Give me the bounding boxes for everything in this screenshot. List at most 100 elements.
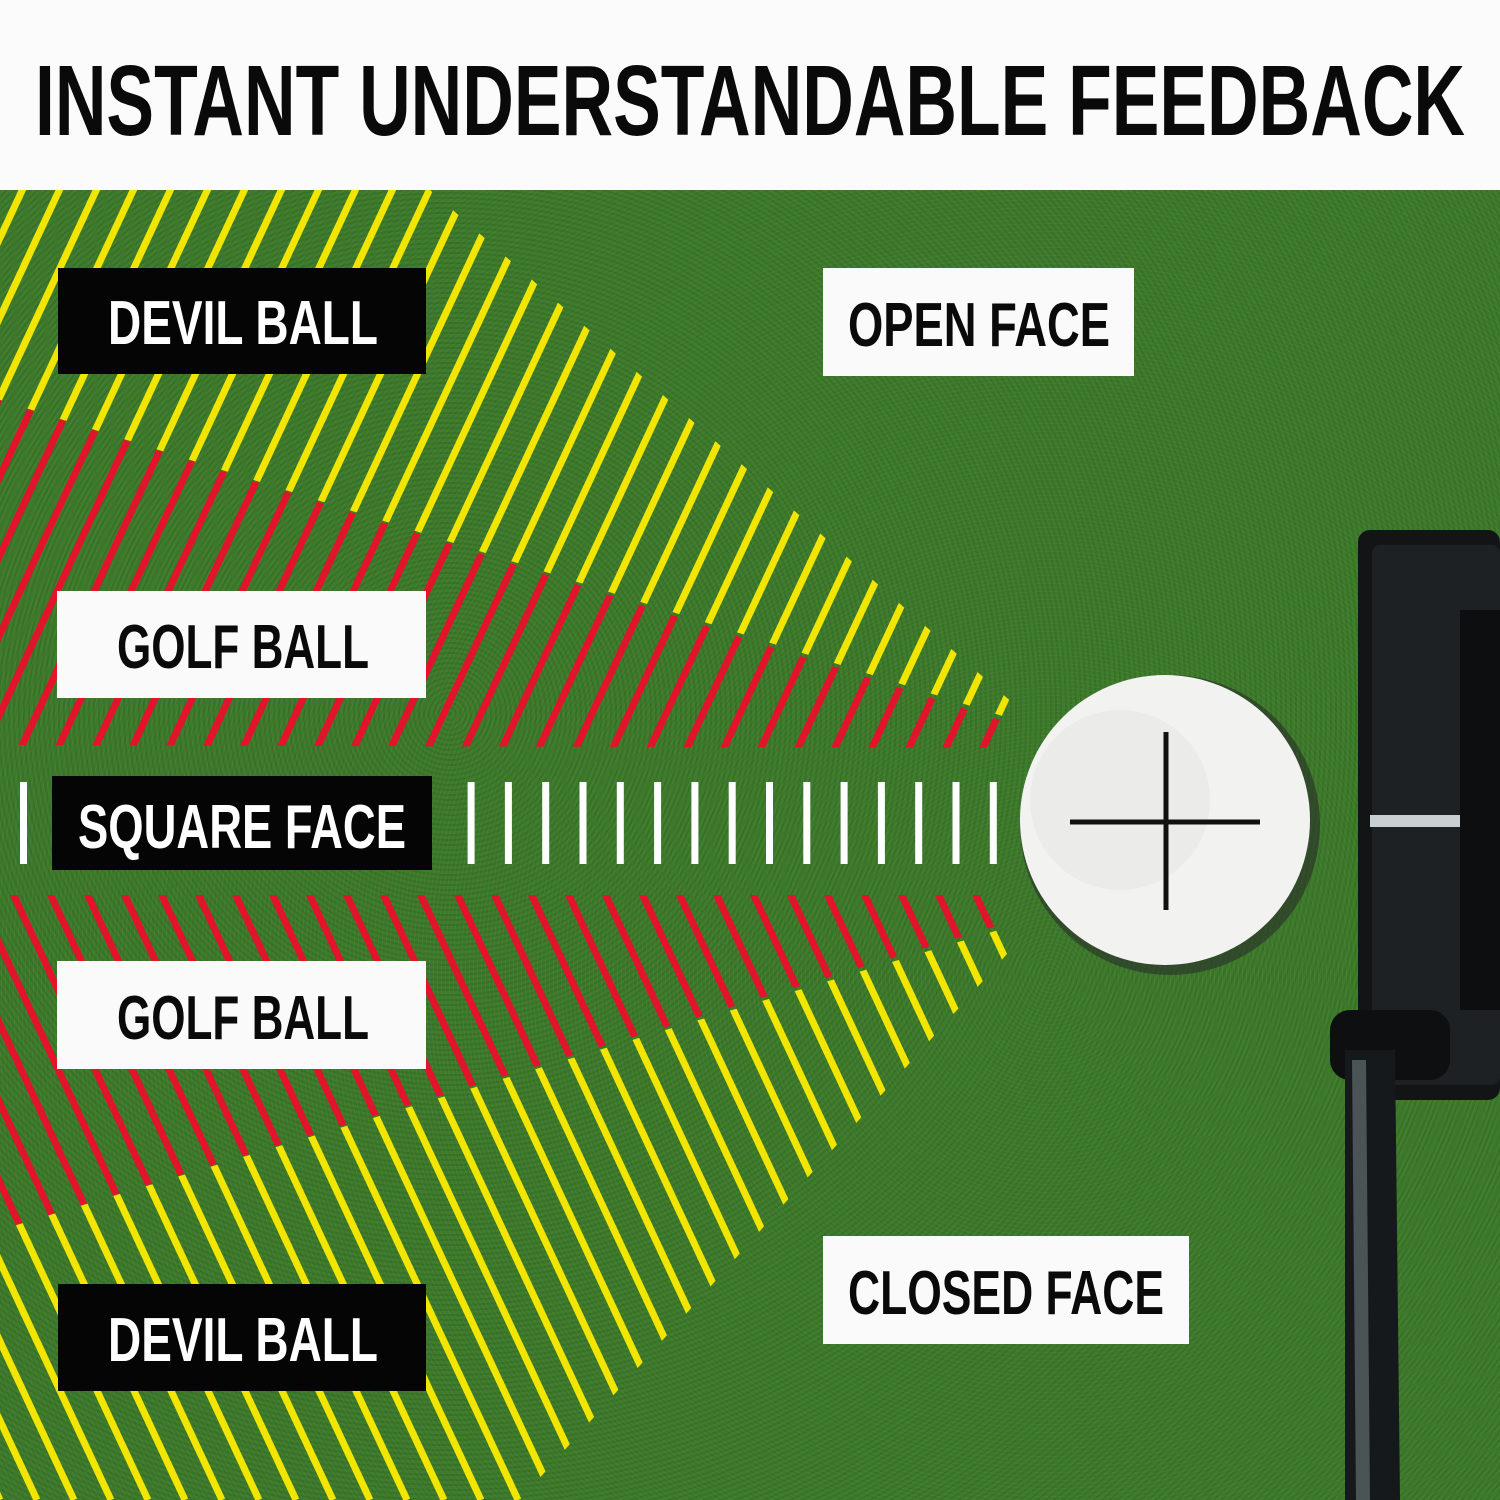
stripe (0, 190, 263, 720)
stripe (0, 895, 670, 1230)
stripe (0, 925, 707, 1500)
label-devil-ball-bottom: DEVIL BALL (58, 1284, 426, 1391)
stripe (0, 400, 337, 748)
stripe (0, 400, 263, 748)
stripe (0, 925, 448, 1500)
stripe (221, 400, 929, 748)
square-tick (691, 782, 699, 864)
stripe (221, 190, 929, 720)
stripe (0, 400, 115, 748)
svg-text:DEVIL BALL: DEVIL BALL (108, 1306, 378, 1375)
stripe (0, 190, 670, 720)
svg-text:OPEN FACE: OPEN FACE (848, 291, 1110, 360)
square-tick (654, 782, 662, 864)
stripe (0, 925, 189, 1500)
devil-ball (1020, 675, 1320, 975)
stripe (0, 190, 152, 720)
stripe (0, 895, 633, 1230)
square-tick (616, 782, 624, 864)
stripe (0, 895, 263, 1230)
square-tick (728, 782, 736, 864)
stripe (0, 925, 300, 1500)
stripe (184, 400, 892, 748)
square-tick (989, 782, 997, 864)
label-closed-face: CLOSED FACE (823, 1236, 1189, 1344)
square-tick (504, 782, 512, 864)
square-tick (20, 782, 27, 864)
stripe (221, 925, 929, 1500)
stripe (184, 925, 892, 1500)
stripe (0, 400, 78, 748)
svg-text:CLOSED FACE: CLOSED FACE (848, 1259, 1164, 1328)
white-ticks-center (20, 782, 997, 864)
stripe (0, 400, 485, 748)
stripe (0, 895, 374, 1230)
stripe (0, 190, 337, 720)
square-tick (579, 782, 587, 864)
stripe (0, 895, 485, 1230)
stripe (0, 400, 670, 748)
label-square-face: SQUARE FACE (52, 776, 432, 870)
stripe (0, 895, 337, 1230)
stripe (0, 925, 226, 1500)
square-tick (766, 782, 773, 864)
stripe (0, 925, 596, 1500)
stripe (0, 925, 152, 1500)
stripe (0, 925, 374, 1500)
svg-text:GOLF BALL: GOLF BALL (117, 984, 369, 1053)
stripe (184, 895, 892, 1230)
stripe (0, 895, 596, 1230)
stripe (0, 925, 522, 1500)
stripe (0, 190, 189, 720)
stripe (0, 925, 559, 1500)
stripe (0, 925, 337, 1500)
putter-head (1330, 530, 1500, 1500)
label-open-face: OPEN FACE (823, 268, 1134, 376)
stripe (0, 190, 559, 720)
square-tick (840, 782, 848, 864)
label-golf-ball-top: GOLF BALL (57, 591, 426, 698)
stripe (0, 925, 115, 1500)
stripe (147, 925, 855, 1500)
stripe (0, 190, 596, 720)
header-banner: INSTANT UNDERSTANDABLE FEEDBACK (0, 0, 1500, 190)
stripe (184, 190, 892, 720)
stripe (0, 895, 411, 1230)
stripe (0, 895, 152, 1230)
stripe (0, 925, 411, 1500)
svg-text:SQUARE FACE: SQUARE FACE (78, 793, 406, 862)
stripe (0, 190, 448, 720)
label-devil-ball-top: DEVIL BALL (58, 268, 426, 374)
square-tick (542, 782, 550, 864)
stripe (0, 400, 152, 748)
stripe (110, 925, 818, 1500)
square-tick (467, 782, 475, 864)
stripe (36, 925, 744, 1500)
stripe (0, 190, 411, 720)
stripe (0, 400, 411, 748)
stripe (0, 190, 115, 720)
stripe (0, 190, 226, 720)
stripe (73, 925, 781, 1500)
stripe (147, 190, 855, 720)
svg-text:DEVIL BALL: DEVIL BALL (108, 289, 378, 358)
page-title-wrap: INSTANT UNDERSTANDABLE FEEDBACK (35, 45, 1465, 150)
stripe (0, 925, 78, 1500)
stripe (0, 925, 485, 1500)
square-tick (915, 782, 923, 864)
label-golf-ball-bottom: GOLF BALL (57, 961, 426, 1069)
stripe (0, 925, 633, 1500)
stripe (0, 400, 633, 748)
stripe (0, 190, 485, 720)
stripe (147, 400, 855, 748)
stripe (0, 895, 115, 1230)
stripe (0, 190, 78, 720)
page-title: INSTANT UNDERSTANDABLE FEEDBACK (35, 45, 1465, 150)
stripe (0, 895, 78, 1230)
stripe (0, 400, 374, 748)
stripe (0, 190, 522, 720)
stripe (0, 925, 263, 1500)
svg-text:GOLF BALL: GOLF BALL (117, 613, 369, 682)
square-tick (803, 782, 811, 864)
